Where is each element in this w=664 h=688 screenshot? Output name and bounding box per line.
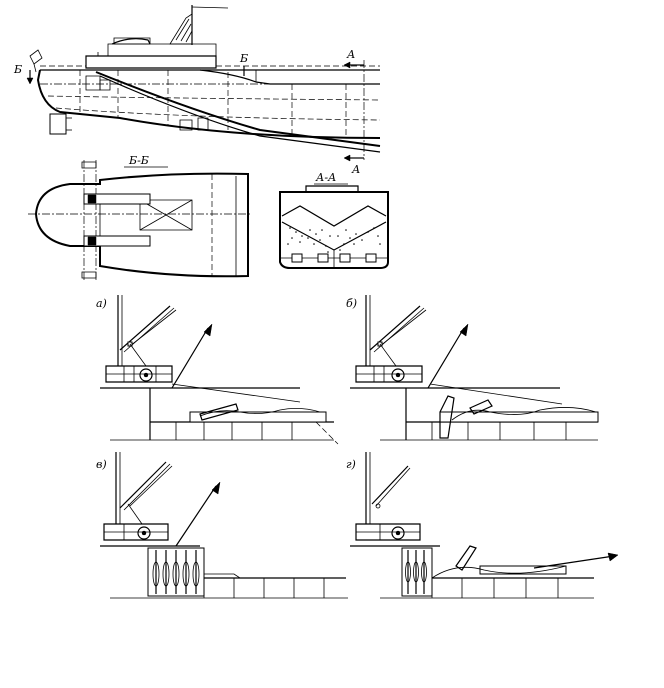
rudder-box [50, 114, 66, 134]
panel-v-label: в) [96, 458, 107, 471]
ramp-track [96, 72, 380, 146]
panel-g-label: г) [346, 458, 356, 471]
plan-hull-outline [36, 174, 248, 277]
panel-v: в) [96, 452, 348, 598]
winch-drum-icon-g [392, 527, 404, 539]
view-bb-label: Б-Б [128, 154, 149, 167]
panel-g: г) [346, 452, 618, 598]
hull-outline [38, 70, 380, 138]
panel-a-label: а) [96, 297, 107, 310]
panel-b: б) [346, 295, 598, 440]
winch-drum-icon-b [392, 369, 404, 381]
section-a-top-label: А [346, 48, 355, 61]
winch-drum-icon-v [138, 527, 150, 539]
cargo-fill [287, 227, 381, 253]
section-b-right-label: Б [239, 52, 248, 65]
section-a-bottom-label: А [351, 163, 360, 176]
anchor-light-icon [30, 50, 42, 64]
superstructure [86, 38, 216, 68]
plan-view-bb: Б-Б [28, 154, 250, 280]
view-aa-label: А-А [315, 171, 336, 184]
panel-a: а) [96, 295, 338, 444]
section-b-left-label: Б [13, 63, 22, 76]
mast-flag-icon [170, 5, 228, 45]
section-aa-outline [280, 192, 388, 268]
winch-drum-icon [140, 369, 152, 381]
panel-b-label: б) [346, 297, 357, 310]
cross-section-aa: А-А [280, 171, 388, 268]
ship-elevation: Б Б А А [13, 5, 380, 176]
